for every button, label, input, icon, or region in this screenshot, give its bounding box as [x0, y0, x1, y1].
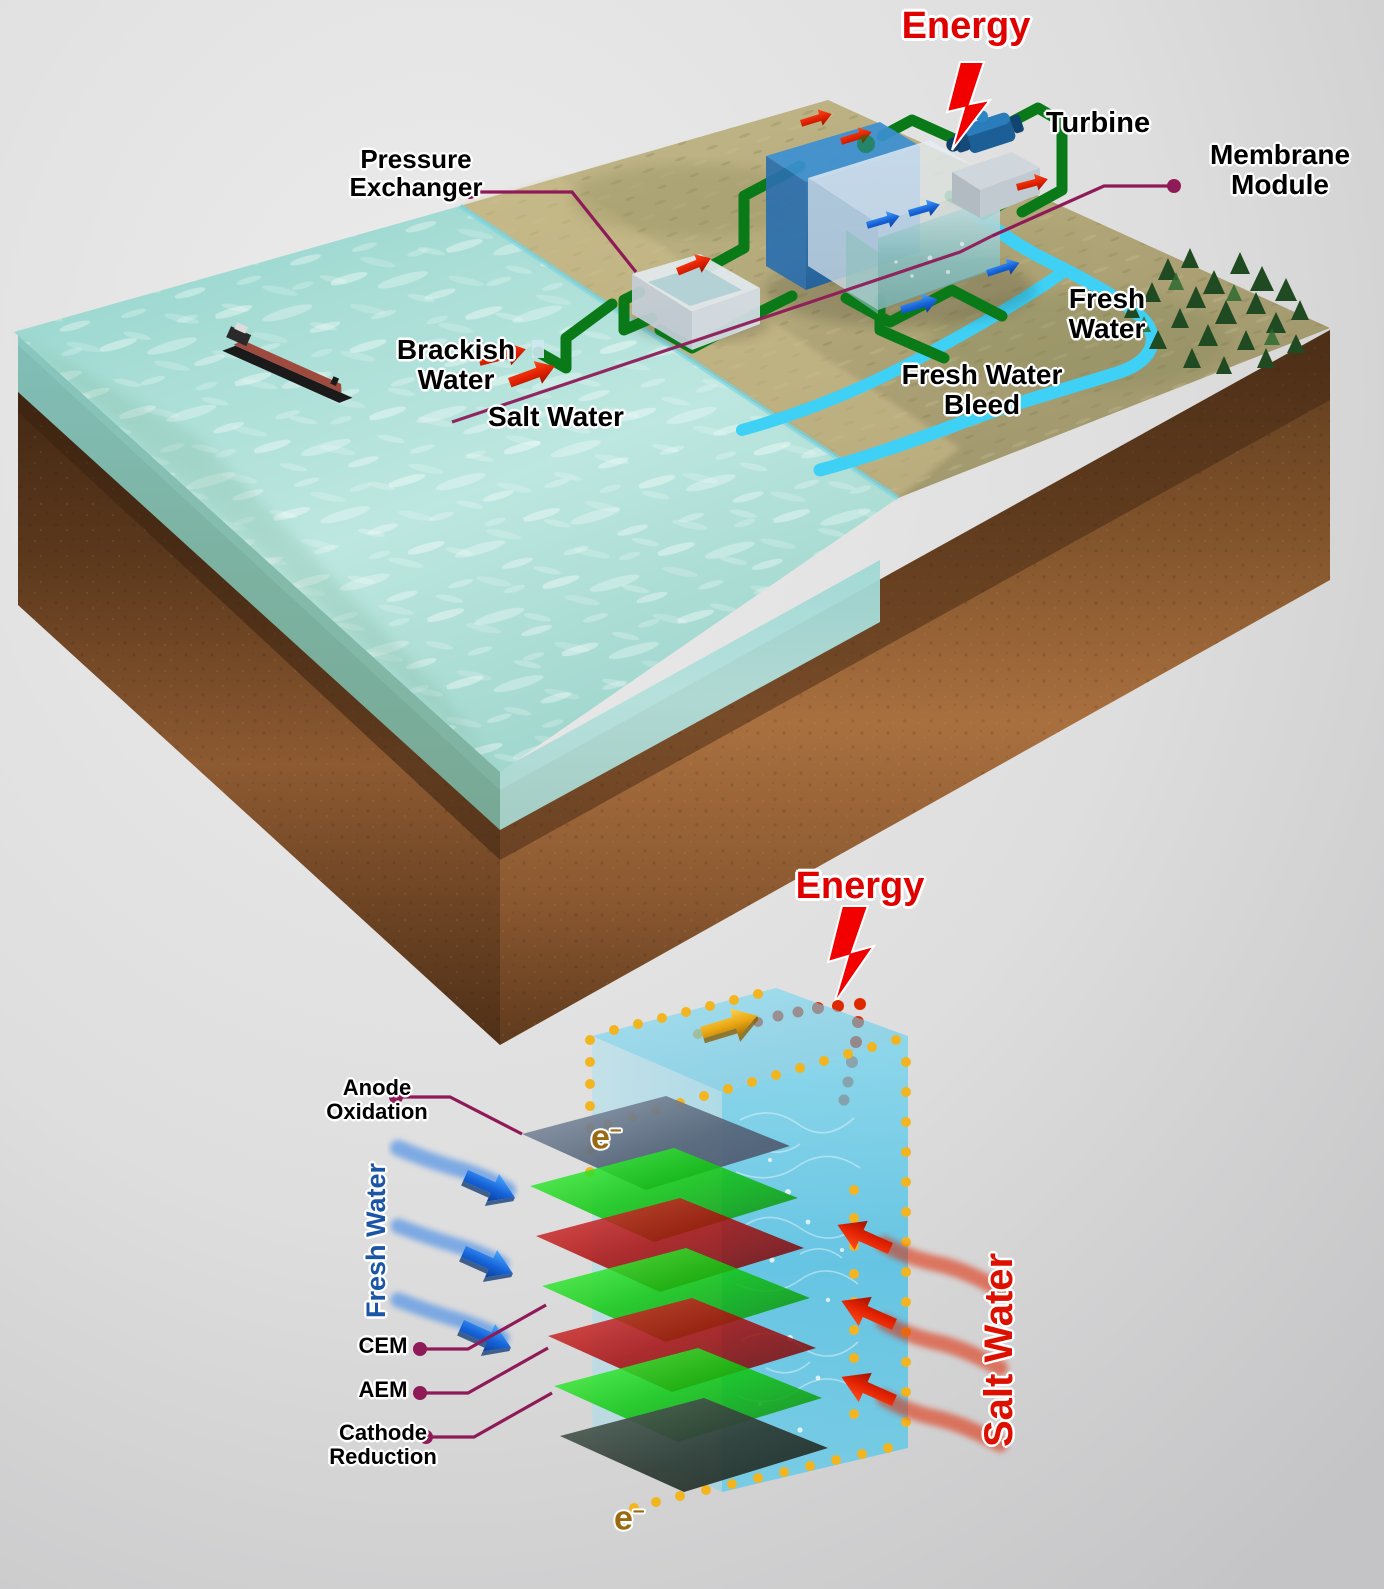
conifer-trees — [1124, 248, 1309, 374]
label-salt-water-side: Salt Water — [977, 1252, 1021, 1448]
leader-lines-bottom — [396, 1095, 553, 1439]
aem-plate-3 — [554, 1348, 822, 1442]
leader-dot-pressure-exchanger — [463, 185, 477, 199]
red-stack-detail — [389, 905, 1008, 1513]
turbine-unit — [946, 110, 1048, 218]
energy-bolt-bottom — [826, 905, 877, 1005]
label-anode-oxidation: Anode Oxidation — [326, 1075, 428, 1124]
sea-front-edge — [500, 560, 880, 830]
leader-dot-aem — [413, 1386, 427, 1400]
leader-anode — [396, 1095, 523, 1136]
label-fresh-water-bleed: Fresh Water Bleed — [901, 359, 1063, 421]
leader-cem — [420, 1303, 547, 1351]
label-aem: AEM — [358, 1377, 408, 1402]
label-membrane-module: Membrane Module — [1209, 139, 1351, 201]
leader-dot-anode — [389, 1090, 403, 1104]
leader-aem — [420, 1346, 549, 1395]
cargo-ship — [222, 322, 353, 403]
circuit-dots-gold — [585, 989, 911, 1513]
leader-membrane-module — [991, 184, 1174, 238]
label-fresh-water-top: Fresh Water — [1068, 283, 1146, 345]
soil-band-right — [500, 330, 1330, 860]
energy-bolt-top — [945, 61, 993, 151]
leader-dot-membrane-module — [1167, 179, 1181, 193]
aem-plate-2 — [542, 1248, 810, 1342]
membrane-stack — [522, 1096, 828, 1492]
label-cem: CEM — [358, 1333, 408, 1358]
plant-overview-block — [14, 61, 1330, 1045]
salt-water-arrow — [508, 361, 555, 388]
cem-plate-2 — [548, 1298, 816, 1392]
electron-charge-top: – — [609, 1118, 622, 1141]
leader-dot-cem — [413, 1342, 427, 1356]
intake-nozzle — [532, 340, 544, 358]
sea-shallow-shading — [14, 332, 500, 772]
label-energy-top: Energy — [901, 5, 1031, 47]
brackish-water-arrow — [478, 341, 526, 366]
membrane-module-tank — [766, 109, 1020, 314]
aem-plate-1 — [530, 1148, 798, 1242]
electron-symbol-top: e — [591, 1118, 610, 1157]
label-energy-bottom: Energy — [795, 865, 925, 907]
label-electron-top: e– — [591, 1118, 622, 1157]
sea-left-edge — [18, 330, 500, 830]
leader-module-extended — [451, 234, 993, 424]
land-patch-1 — [570, 164, 810, 236]
label-fresh-water-side: Fresh Water — [361, 1162, 391, 1318]
cathode-plate — [560, 1398, 828, 1492]
label-brackish-water: Brackish Water — [396, 334, 516, 396]
label-turbine: Turbine — [1045, 107, 1151, 139]
soil-right-texture — [500, 330, 1330, 1045]
label-pressure-exchanger: Pressure Exchanger — [349, 144, 483, 203]
fresh-water-river — [813, 189, 1159, 477]
anode-plate — [522, 1096, 790, 1190]
cem-plate-1 — [536, 1198, 804, 1292]
leader-pressure-exchanger — [470, 190, 638, 273]
shoreline — [458, 203, 900, 501]
electron-symbol-bottom: e — [614, 1499, 633, 1538]
label-cathode-reduction: Cathode Reduction — [329, 1420, 437, 1469]
label-salt-water-top: Salt Water — [488, 401, 624, 432]
top-gold-arrow — [700, 1008, 759, 1044]
leader-lines-top — [451, 184, 1174, 424]
salt-water-inflow — [837, 1220, 1008, 1452]
fresh-water-inflow — [390, 1140, 516, 1356]
leader-cathode — [426, 1391, 553, 1439]
electron-charge-bottom: – — [632, 1499, 645, 1522]
label-electron-bottom: e– — [614, 1499, 645, 1538]
leader-dot-cathode — [419, 1430, 433, 1444]
stack-water-top — [592, 988, 908, 1092]
